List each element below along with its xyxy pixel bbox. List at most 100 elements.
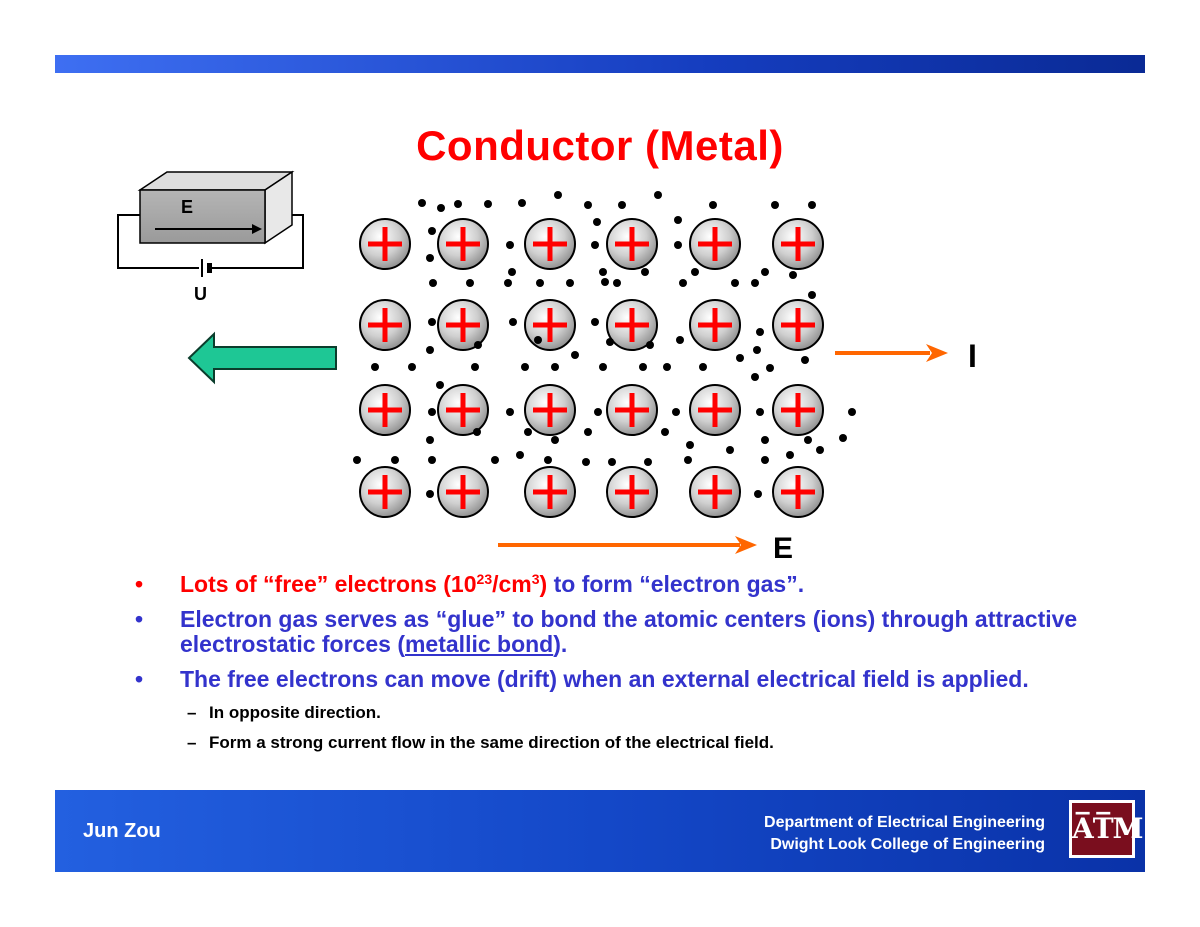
electron [408, 363, 416, 371]
electron [591, 318, 599, 326]
ion [689, 299, 741, 351]
battery-label: U [194, 284, 207, 304]
electron [766, 364, 774, 372]
electron [591, 241, 599, 249]
electron [508, 268, 516, 276]
electron [593, 218, 601, 226]
sub-bullet-group: –In opposite direction. –Form a strong c… [135, 702, 1135, 754]
bullet-text: The free electrons can move (drift) when… [180, 666, 1029, 692]
circuit-box-diagram: E U [117, 170, 304, 304]
university-logo: A̅T̅M [1069, 800, 1144, 858]
footer-bar: Jun Zou Department of Electrical Enginee… [55, 790, 1145, 872]
ion [772, 384, 824, 436]
ion [524, 384, 576, 436]
electron [618, 201, 626, 209]
ion [437, 218, 489, 270]
electron [839, 434, 847, 442]
electron [454, 200, 462, 208]
circuit-wire [117, 214, 199, 269]
box-front-face [139, 189, 266, 244]
electron [731, 279, 739, 287]
electron [691, 268, 699, 276]
electron [726, 446, 734, 454]
electron [771, 201, 779, 209]
department-line: Department of Electrical Engineering [764, 814, 1045, 831]
electron [761, 268, 769, 276]
electron [509, 318, 517, 326]
electron [466, 279, 474, 287]
ion [606, 299, 658, 351]
electron [754, 490, 762, 498]
logo-mark: A̅T̅M [1072, 803, 1144, 855]
electron [699, 363, 707, 371]
electron [848, 408, 856, 416]
ion [359, 218, 411, 270]
sub-bullet-item: –Form a strong current flow in the same … [135, 732, 1135, 754]
ion [606, 218, 658, 270]
battery-short-plate [207, 263, 212, 273]
electron [426, 436, 434, 444]
electron [761, 456, 769, 464]
electron [753, 346, 761, 354]
electron [594, 408, 602, 416]
electron [426, 254, 434, 262]
ion [772, 218, 824, 270]
electron-gas [353, 191, 856, 498]
bullet-item: • Lots of “free” electrons (1023/cm3) to… [135, 572, 1135, 597]
ion [524, 466, 576, 518]
electron [536, 279, 544, 287]
sub-bullet-item: –In opposite direction. [135, 702, 1135, 724]
field-label: E [773, 532, 793, 565]
electron [428, 456, 436, 464]
electron [371, 363, 379, 371]
box-field-arrowhead [252, 224, 262, 234]
electron [801, 356, 809, 364]
electron [506, 241, 514, 249]
electron [506, 408, 514, 416]
electron [571, 351, 579, 359]
electron [353, 456, 361, 464]
ion [359, 466, 411, 518]
bullet-text-blue: to form “electron gas”. [547, 571, 805, 597]
bullet-text-red: Lots of “free” electrons (1023/cm3) [180, 571, 547, 597]
electron [418, 199, 426, 207]
electron [504, 279, 512, 287]
metallic-bond-term: metallic bond [404, 631, 554, 657]
ion [524, 299, 576, 351]
bullet-text-part: ). [553, 631, 568, 657]
electron [428, 408, 436, 416]
ion [437, 466, 489, 518]
bullet-item: • The free electrons can move (drift) wh… [135, 667, 1135, 692]
ion [772, 466, 824, 518]
bullet-text-part: /cm [492, 571, 532, 597]
electron [613, 279, 621, 287]
field-arrowhead [735, 536, 757, 554]
bullet-text-part: Electron gas serves as “glue” to bond th… [180, 606, 1078, 657]
bullet-marker: • [135, 571, 144, 597]
electron [646, 341, 654, 349]
electron [584, 428, 592, 436]
electron [584, 201, 592, 209]
bullet-item: • Electron gas serves as “glue” to bond … [135, 607, 1135, 657]
electron [808, 201, 816, 209]
electron [661, 428, 669, 436]
electron [551, 436, 559, 444]
top-header-bar [55, 55, 1145, 73]
electron [426, 346, 434, 354]
bullet-marker: • [135, 606, 144, 632]
presenter-name: Jun Zou [83, 820, 161, 842]
ion [606, 466, 658, 518]
electron [679, 279, 687, 287]
electron [391, 456, 399, 464]
electron [686, 441, 694, 449]
electron [428, 227, 436, 235]
sub-bullet-list: –In opposite direction. –Form a strong c… [135, 702, 1135, 754]
superscript: 23 [476, 571, 493, 587]
electron [786, 451, 794, 459]
electron [429, 279, 437, 287]
electron [672, 408, 680, 416]
electron [663, 363, 671, 371]
ion [689, 466, 741, 518]
electron [582, 458, 590, 466]
